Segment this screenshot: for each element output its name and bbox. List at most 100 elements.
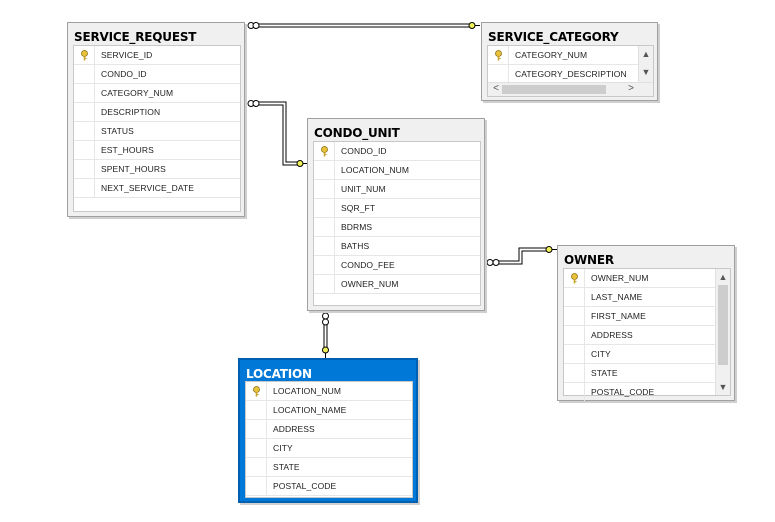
column-grid: SERVICE_ID CONDO_ID CATEGORY_NUM DESCRIP… [73, 45, 241, 212]
scroll-thumb[interactable] [502, 85, 606, 94]
table-title: OWNER [564, 253, 614, 267]
column-row[interactable]: CATEGORY_NUM [74, 84, 240, 103]
column-row[interactable]: FIRST_NAME [564, 307, 730, 326]
column-row[interactable]: POSTAL_CODE [246, 477, 412, 496]
many-end-icon [486, 259, 494, 266]
column-row[interactable]: ADDRESS [246, 420, 412, 439]
column-name: POSTAL_CODE [591, 387, 655, 397]
column-name: LAST_NAME [591, 292, 643, 302]
column-row[interactable]: CITY [246, 439, 412, 458]
scroll-left-icon[interactable]: < [493, 83, 499, 94]
table-service-category[interactable]: SERVICE_CATEGORY CATEGORY_NUM CATEGORY_D… [481, 22, 658, 101]
column-name: OWNER_NUM [591, 273, 649, 283]
column-name: ADDRESS [273, 424, 315, 434]
many-end-icon [322, 312, 329, 320]
key-icon [253, 386, 260, 397]
column-name: CONDO_ID [101, 69, 147, 79]
column-row[interactable]: LAST_NAME [564, 288, 730, 307]
table-title: CONDO_UNIT [314, 126, 400, 140]
column-row[interactable]: LOCATION_NUM [246, 382, 412, 401]
column-row[interactable]: CITY [564, 345, 730, 364]
scroll-up-icon[interactable]: ▲ [718, 272, 728, 282]
vertical-scrollbar[interactable]: ▲ ▼ [638, 46, 653, 82]
scroll-right-icon[interactable]: > [628, 83, 634, 94]
one-end-icon [322, 346, 329, 354]
one-end-icon [545, 246, 553, 253]
column-row[interactable]: NEXT_SERVICE_DATE [74, 179, 240, 198]
column-row[interactable]: SERVICE_ID [74, 46, 240, 65]
column-name: LOCATION_NUM [341, 165, 410, 175]
vertical-scrollbar[interactable]: ▲ ▼ [715, 269, 730, 395]
column-name: CATEGORY_NUM [101, 88, 174, 98]
column-row[interactable]: POSTAL_CODE [564, 383, 730, 402]
column-name: CITY [591, 349, 611, 359]
column-grid: CONDO_ID LOCATION_NUM UNIT_NUM SQR_FT BD… [313, 141, 481, 306]
column-grid: OWNER_NUM LAST_NAME FIRST_NAME ADDRESS C… [563, 268, 731, 401]
column-grid: LOCATION_NUM LOCATION_NAME ADDRESS CITY … [245, 381, 413, 498]
column-row[interactable]: SPENT_HOURS [74, 160, 240, 179]
column-row[interactable]: BDRMS [314, 218, 480, 237]
column-row[interactable]: CONDO_FEE [314, 256, 480, 275]
column-row[interactable]: CONDO_ID [314, 142, 480, 161]
scroll-down-icon[interactable]: ▼ [641, 67, 651, 77]
column-row[interactable]: STATE [246, 458, 412, 477]
column-name: OWNER_NUM [341, 279, 399, 289]
table-title: LOCATION [246, 367, 312, 381]
column-name: FIRST_NAME [591, 311, 646, 321]
column-row[interactable]: UNIT_NUM [314, 180, 480, 199]
column-row[interactable]: LOCATION_NUM [314, 161, 480, 180]
table-condo-unit[interactable]: CONDO_UNIT CONDO_ID LOCATION_NUM UNIT_NU… [307, 118, 485, 311]
column-name: STATE [273, 462, 300, 472]
key-icon [495, 50, 502, 61]
column-name: CONDO_ID [341, 146, 387, 156]
column-name: CITY [273, 443, 293, 453]
column-name: EST_HOURS [101, 145, 154, 155]
column-row[interactable]: ADDRESS [564, 326, 730, 345]
column-row[interactable]: STATE [564, 364, 730, 383]
relationship-condo-owner[interactable] [498, 247, 546, 265]
relationship-service-request-category[interactable] [258, 23, 470, 28]
table-service-request[interactable]: SERVICE_REQUEST SERVICE_ID CONDO_ID CATE… [67, 22, 245, 217]
column-name: SQR_FT [341, 203, 376, 213]
key-icon [571, 273, 578, 284]
column-row[interactable]: SQR_FT [314, 199, 480, 218]
column-row[interactable]: LOCATION_NAME [246, 401, 412, 420]
table-title: SERVICE_CATEGORY [488, 30, 619, 44]
column-name: STATUS [101, 126, 134, 136]
relationship-service-request-condo[interactable] [258, 101, 298, 166]
table-title: SERVICE_REQUEST [74, 30, 197, 44]
column-name: NEXT_SERVICE_DATE [101, 183, 195, 193]
column-name: DESCRIPTION [101, 107, 161, 117]
table-location[interactable]: LOCATION LOCATION_NUM LOCATION_NAME ADDR… [238, 358, 418, 503]
column-name: BATHS [341, 241, 370, 251]
column-name: POSTAL_CODE [273, 481, 337, 491]
column-name: UNIT_NUM [341, 184, 386, 194]
column-row[interactable]: OWNER_NUM [314, 275, 480, 294]
column-name: CATEGORY_NUM [515, 50, 588, 60]
column-row[interactable]: BATHS [314, 237, 480, 256]
column-name: STATE [591, 368, 618, 378]
column-row[interactable]: CONDO_ID [74, 65, 240, 84]
column-row[interactable]: EST_HOURS [74, 141, 240, 160]
many-end-icon [492, 259, 500, 266]
horizontal-scrollbar[interactable]: < > [488, 82, 653, 96]
scroll-down-icon[interactable]: ▼ [718, 382, 728, 392]
column-name: CATEGORY_DESCRIPTION [515, 69, 627, 79]
many-end-icon [252, 100, 260, 107]
key-icon [321, 146, 328, 157]
table-owner[interactable]: OWNER OWNER_NUM LAST_NAME FIRST_NAME ADD… [557, 245, 735, 401]
column-name: ADDRESS [591, 330, 633, 340]
column-row[interactable]: OWNER_NUM [564, 269, 730, 288]
column-row[interactable]: CATEGORY_NUM [488, 46, 653, 65]
column-name: BDRMS [341, 222, 373, 232]
column-name: CONDO_FEE [341, 260, 395, 270]
column-name: SPENT_HOURS [101, 164, 166, 174]
column-row[interactable]: STATUS [74, 122, 240, 141]
key-icon [81, 50, 88, 61]
scroll-thumb[interactable] [718, 285, 728, 365]
scroll-up-icon[interactable]: ▲ [641, 49, 651, 59]
column-row[interactable]: DESCRIPTION [74, 103, 240, 122]
many-end-icon [322, 318, 329, 326]
column-name: SERVICE_ID [101, 50, 153, 60]
